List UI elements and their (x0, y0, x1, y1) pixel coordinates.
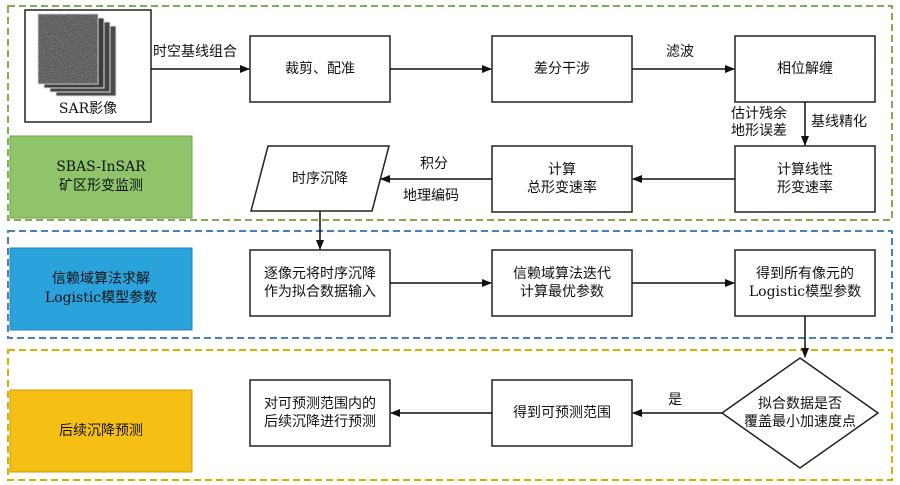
stage2-container (7, 230, 893, 339)
stage1-label-box (9, 135, 193, 219)
sar-image-stack (37, 13, 117, 97)
edge-label-baseline-refine: 基线精化 (811, 114, 867, 130)
edge-label-estimate-residual: 估计残余 地形误差 (731, 106, 787, 139)
calc-total-rate-box (491, 145, 633, 213)
edge-label-yes: 是 (668, 392, 682, 408)
diff-interferometry-box (491, 35, 633, 103)
stage3-label: 后续沉降预测 (59, 422, 143, 439)
calc-linear-rate-box (734, 145, 876, 213)
stage3-container (7, 349, 893, 481)
edge-label-baseline-combo: 时空基线组合 (153, 44, 237, 60)
crop-register-box (249, 35, 391, 103)
stage1-container (7, 5, 893, 221)
edge-label-geocoding: 地理编码 (403, 188, 459, 204)
time-series-parallelogram (250, 145, 390, 212)
stage1-label: SBAS-InSAR 矿区形变监测 (56, 159, 146, 194)
stage2-label: 信赖域算法求解 Logistic模型参数 (44, 271, 158, 306)
stage3-label-box (9, 389, 193, 473)
edge-label-filter: 滤波 (666, 44, 694, 60)
pixel-input-box (249, 249, 391, 317)
phase-unwrap-box (734, 35, 876, 103)
get-params-box (734, 249, 876, 317)
decision-diamond (720, 357, 880, 469)
edge-label-integral: 积分 (420, 156, 448, 172)
trust-region-box (491, 249, 633, 317)
stage2-label-box (9, 247, 193, 331)
predict-box (249, 379, 391, 447)
get-range-box (491, 379, 633, 447)
